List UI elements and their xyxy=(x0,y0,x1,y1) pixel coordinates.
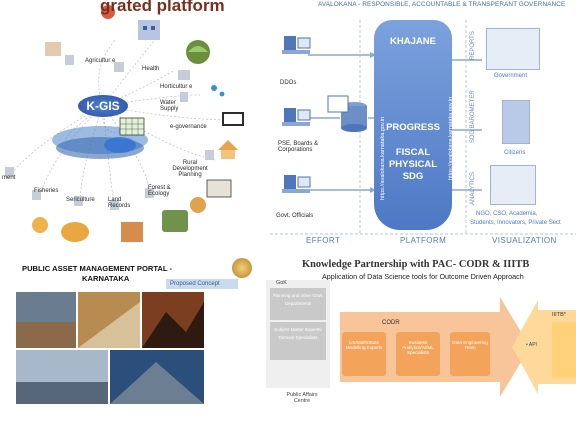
asset-title: PUBLIC ASSET MANAGEMENT PORTAL - xyxy=(22,264,173,273)
consumer-ngo: NGO, CSO, Academia, xyxy=(476,211,538,217)
node-health: Health xyxy=(142,66,160,72)
citizens-map xyxy=(502,100,530,144)
platform-capsule: KHAJANE PROGRESS FISCAL PHYSICAL SDG xyxy=(374,20,452,230)
iiitb-label: IIITB* xyxy=(552,312,566,318)
platform-label: PLATFORM xyxy=(400,236,447,245)
kgis-title: grated platform xyxy=(100,0,225,15)
knowledge-subtitle: Application of Data Science tools for Ou… xyxy=(322,272,524,281)
knowledge-title: Knowledge Partnership with PAC- CODR & I… xyxy=(302,259,530,270)
asset-subtitle: KARNATAKA xyxy=(82,274,130,283)
node-water-supply: Water Supply xyxy=(160,100,179,112)
node-rural-development: Rural Development Planning xyxy=(172,160,208,178)
source-pse: PSE, Boards & Corporations xyxy=(278,141,319,153)
api-label: • API xyxy=(526,342,537,348)
source-ddos: DDOs xyxy=(280,80,297,86)
fiscal-label: FISCAL xyxy=(395,147,431,158)
proposed-concept-badge: Proposed Concept xyxy=(166,279,238,289)
sdg-barometer-label: SDG BAROMETER xyxy=(470,90,476,143)
url-left: https://avalokana.karnataka.gov.in xyxy=(380,116,386,200)
source-officials: Govt. Officials xyxy=(276,213,314,219)
kgis-panel: grated platform K-GIS Agricultur e Healt… xyxy=(0,0,262,250)
kgis-hub: K-GIS xyxy=(78,95,128,117)
sdg-label: SDG xyxy=(402,171,424,182)
consumer-students: Students, Innovators, Private Sect xyxy=(470,220,561,226)
kgis-graphics xyxy=(5,5,244,242)
pac-label: Public Affairs Centre xyxy=(286,392,318,404)
avalokana-header: AVALOKANA - RESPONSIBLE, ACCOUNTABLE & T… xyxy=(318,1,566,8)
node-agriculture: Agricultur e xyxy=(85,58,116,64)
karnataka-emblem-icon xyxy=(232,258,252,278)
consumer-citizens: Citizens xyxy=(504,150,526,156)
physical-label: PHYSICAL xyxy=(388,159,438,170)
node-horticulture: Horticultur e xyxy=(160,84,193,90)
government-screen xyxy=(486,28,540,70)
gok-label: GoK xyxy=(276,280,287,286)
codr-label: CODR xyxy=(382,320,400,326)
analytics-label: ANALYTICS xyxy=(470,172,476,205)
analytics-screen xyxy=(490,165,536,205)
gok-box-experts: Subject Matter Experts/ Domain Specialis… xyxy=(270,322,326,360)
asset-photo-collage xyxy=(16,292,204,404)
consumer-government: Government xyxy=(494,73,528,79)
avalokana-panel: AVALOKANA - RESPONSIBLE, ACCOUNTABLE & T… xyxy=(270,0,576,250)
effort-label: EFFORT xyxy=(306,236,341,245)
khajane-label: KHAJANE xyxy=(390,36,436,47)
codr-box-analytics: Business Analytics/AI/ML Specialists xyxy=(396,332,440,376)
codr-box-data-engineering: Data Engineering Team xyxy=(450,332,490,376)
visualization-label: VISUALIZATION xyxy=(492,236,557,245)
node-sericulture: Sericulture xyxy=(66,197,95,203)
node-fisheries: Fisheries xyxy=(34,188,59,194)
gok-box-planning: Planning and other Govt. Departments xyxy=(270,288,326,320)
progress-label: PROGRESS xyxy=(386,122,440,133)
node-forest-ecology: Forest & Ecology xyxy=(148,185,171,197)
node-land-records: Land Records xyxy=(108,197,131,209)
reports-label: REPORTS xyxy=(470,31,476,60)
node-e-governance: e-governance xyxy=(170,124,207,130)
url-right: https://avalokana.karnataka.gov.in xyxy=(448,96,454,180)
knowledge-panel: Knowledge Partnership with PAC- CODR & I… xyxy=(262,252,576,423)
node-ment: ment xyxy=(2,175,16,181)
asset-portal-panel: PUBLIC ASSET MANAGEMENT PORTAL - KARNATA… xyxy=(0,252,262,423)
codr-box-modelling: UX/Math/Stats Modelling Experts xyxy=(342,332,386,376)
